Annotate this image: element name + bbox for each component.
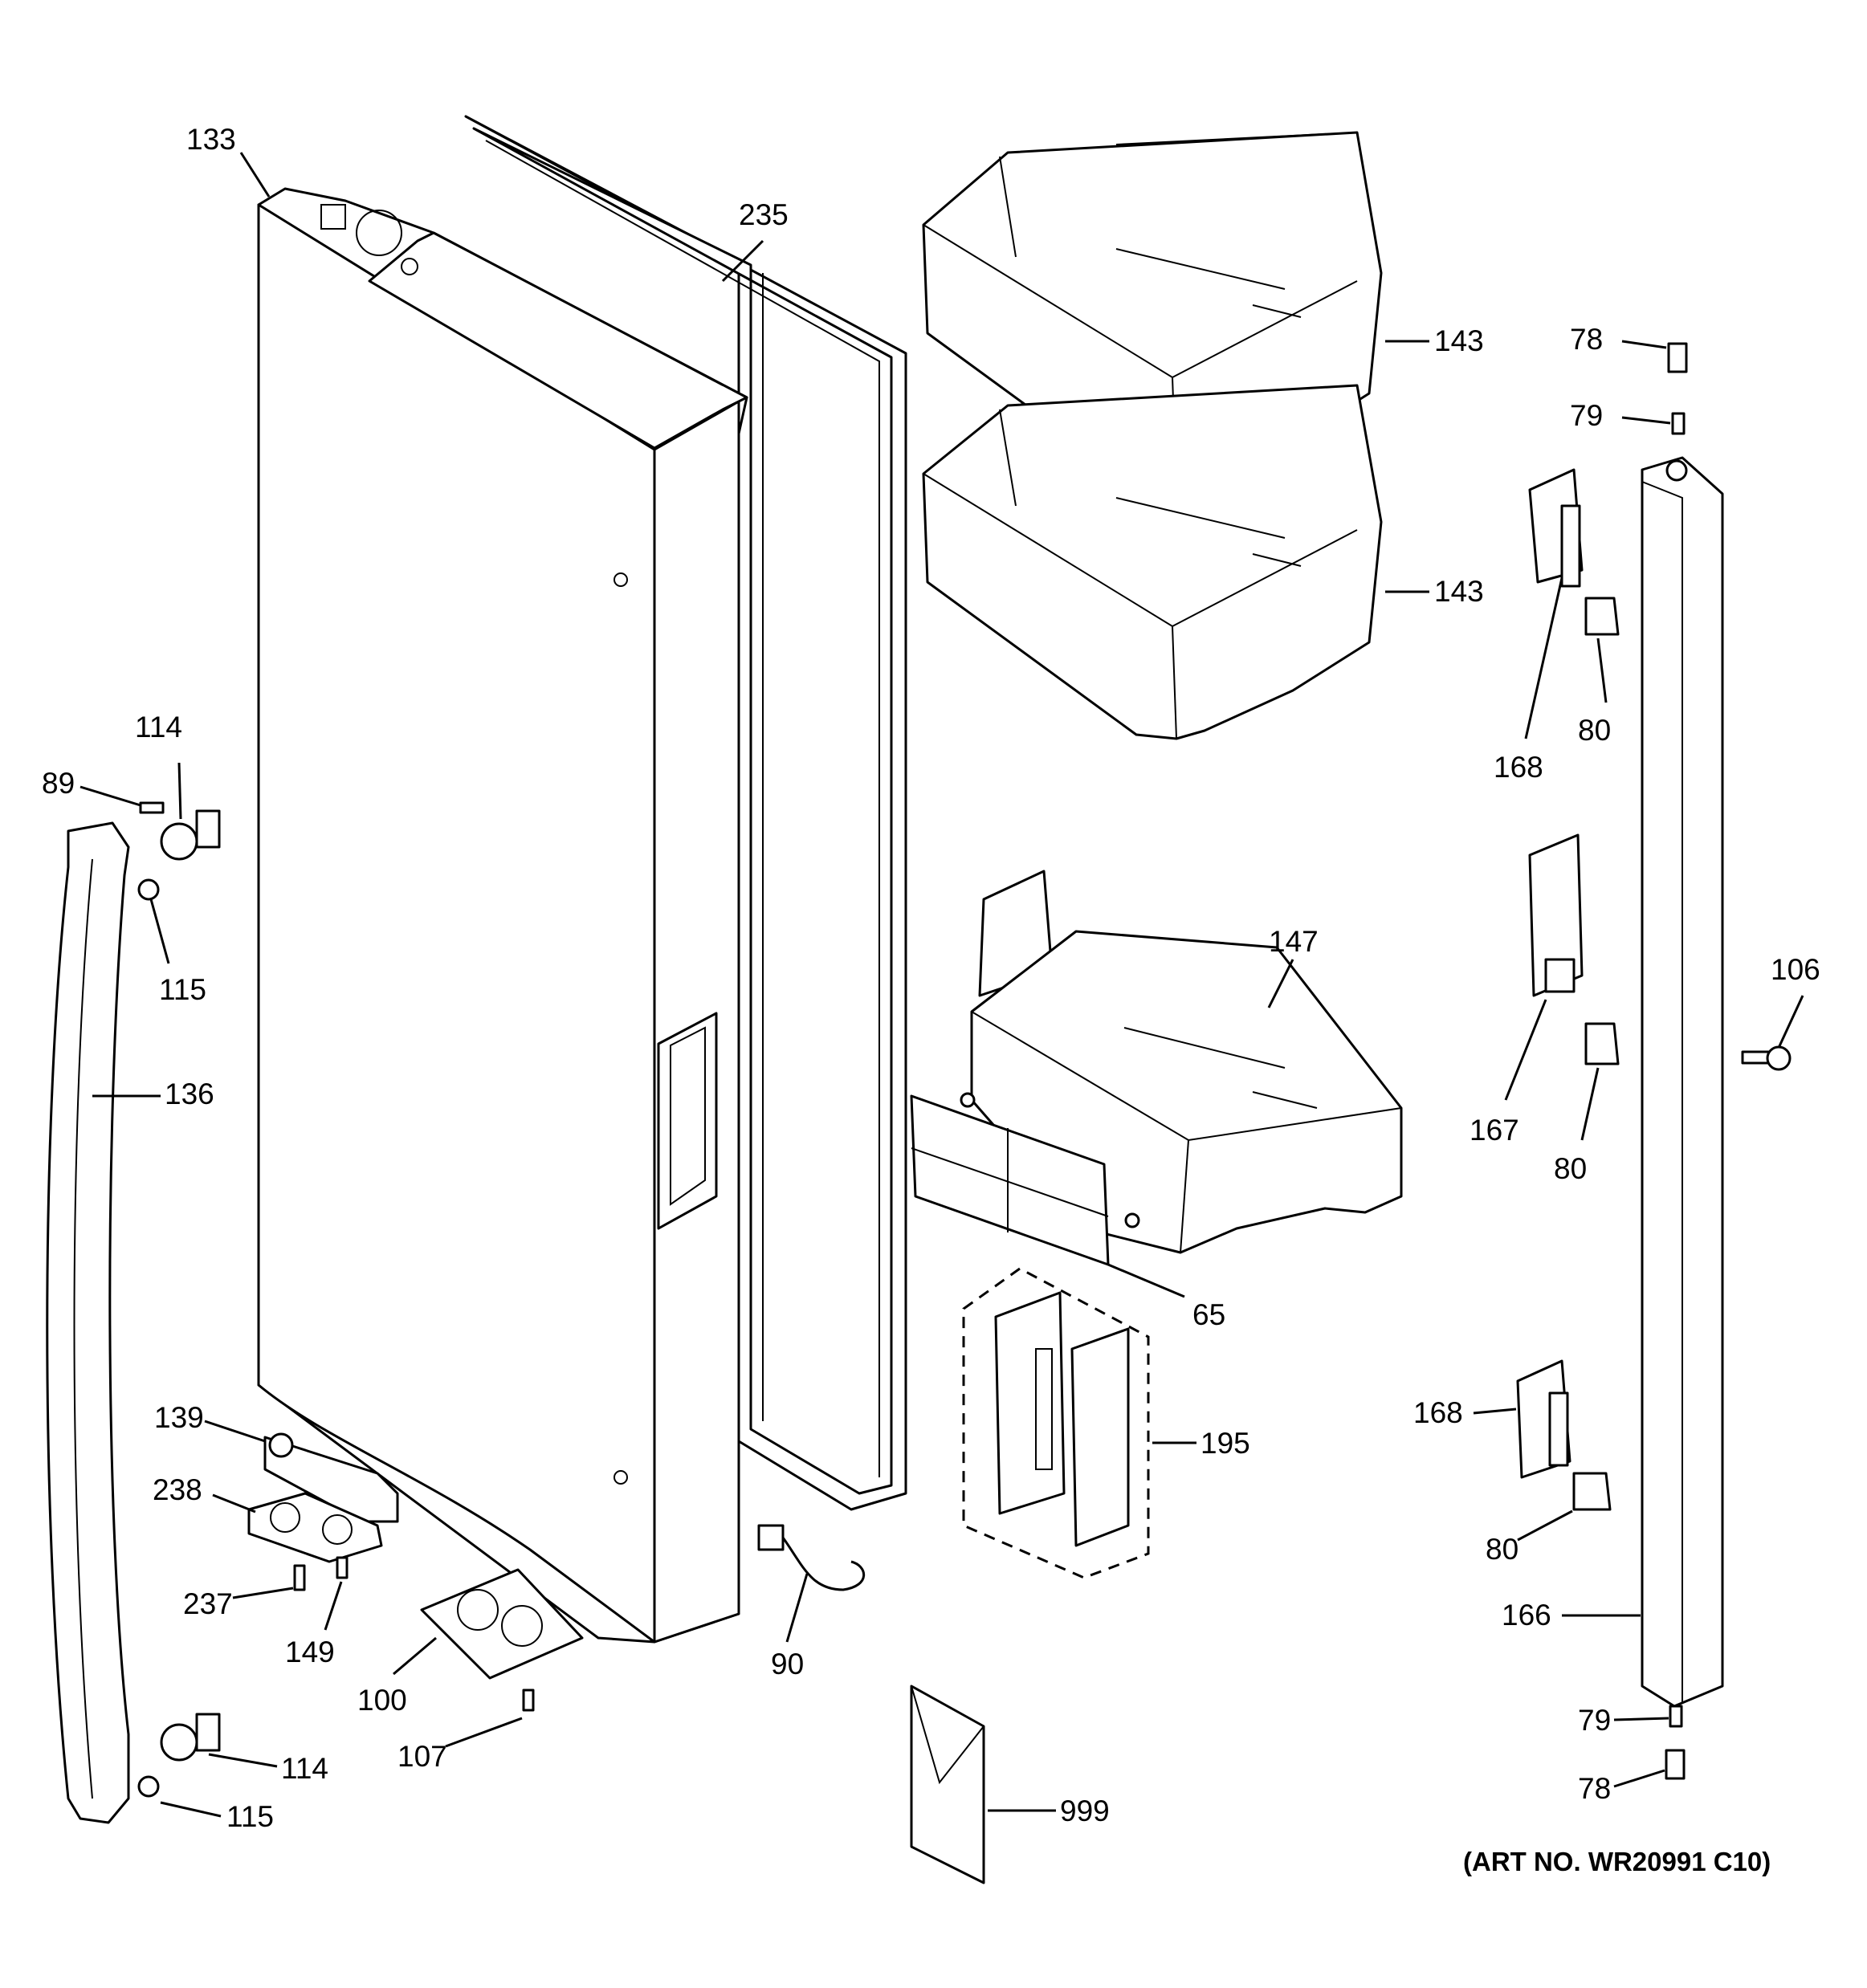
mount-114-upper [160, 809, 221, 861]
callout-80-lower: 80 [1486, 1533, 1518, 1566]
callout-238: 238 [153, 1473, 202, 1506]
callout-143-upper: 143 [1434, 324, 1484, 357]
callout-237: 237 [183, 1587, 233, 1620]
cap-80-upper [1584, 597, 1620, 636]
bracket-139 [263, 1432, 399, 1523]
spring-78-top [1667, 342, 1688, 373]
callout-195: 195 [1201, 1427, 1250, 1460]
plate-100 [420, 1568, 584, 1680]
hinge-167-mid [1528, 833, 1584, 997]
door-panel [257, 187, 748, 1644]
mount-114-lower [160, 1713, 221, 1762]
callout-167: 167 [1470, 1114, 1519, 1147]
callout-149: 149 [285, 1636, 335, 1668]
setscrew-115-upper [137, 878, 160, 901]
callout-80-upper: 80 [1578, 714, 1611, 747]
callout-136: 136 [165, 1078, 214, 1110]
callout-133: 133 [186, 123, 236, 156]
callout-78-top: 78 [1570, 323, 1603, 356]
callout-106: 106 [1771, 953, 1820, 986]
art-number: (ART NO. WR20991 C10) [1463, 1847, 1771, 1876]
spring-78-bottom [1665, 1749, 1686, 1780]
callout-235: 235 [739, 198, 789, 231]
callout-labels: 133 235 143 143 78 79 168 80 114 89 115 … [42, 123, 1820, 1876]
callout-999: 999 [1060, 1794, 1110, 1827]
callout-79-top: 79 [1570, 399, 1603, 432]
pin-79-top [1671, 412, 1686, 435]
hinge-168-upper [1528, 468, 1584, 588]
literature-999 [910, 1685, 985, 1884]
callout-166: 166 [1502, 1599, 1551, 1632]
callout-114-lower: 114 [281, 1752, 328, 1785]
door-handle [46, 821, 130, 1824]
leader-lines [79, 152, 1804, 1818]
callout-139: 139 [154, 1401, 204, 1434]
callout-115-upper: 115 [159, 973, 206, 1006]
door-trim [1641, 456, 1724, 1708]
callout-115-lower: 115 [226, 1800, 274, 1833]
callout-65: 65 [1192, 1298, 1225, 1331]
screw-106 [1741, 1045, 1792, 1071]
hinge-168-lower [1516, 1359, 1571, 1479]
callout-147: 147 [1269, 925, 1319, 958]
callout-90: 90 [771, 1648, 804, 1680]
door-gasket [464, 115, 907, 1511]
pin-79-bottom [1669, 1705, 1683, 1728]
hinge-base-238 [247, 1492, 383, 1563]
callout-89: 89 [42, 767, 75, 800]
callout-168-upper: 168 [1494, 751, 1543, 784]
cap-80-mid [1584, 1022, 1620, 1065]
callout-78-bottom: 78 [1578, 1772, 1611, 1805]
callout-168-lower: 168 [1413, 1396, 1463, 1429]
callout-100: 100 [357, 1684, 407, 1717]
callout-114-upper: 114 [135, 711, 182, 743]
control-assembly [962, 1267, 1150, 1579]
callout-79-bottom: 79 [1578, 1704, 1611, 1737]
screw-107 [522, 1689, 535, 1712]
screw-89 [139, 801, 165, 814]
callout-107: 107 [397, 1740, 447, 1773]
screw-237 [293, 1564, 306, 1591]
cap-80-lower [1572, 1472, 1612, 1511]
screw-149 [336, 1556, 349, 1579]
callout-80-mid: 80 [1554, 1152, 1587, 1185]
wire-harness-90 [757, 1524, 866, 1591]
door-bin-lower [922, 384, 1383, 740]
setscrew-115-lower [137, 1775, 160, 1798]
callout-143-lower: 143 [1434, 575, 1484, 608]
